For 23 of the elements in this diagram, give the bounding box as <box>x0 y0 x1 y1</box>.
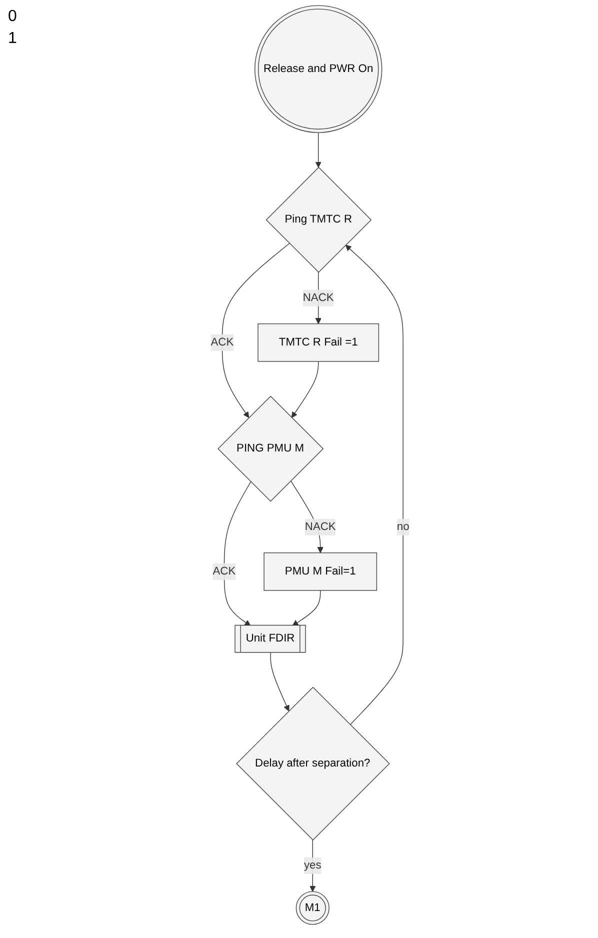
node-diamond: Ping TMTC R <box>266 166 372 273</box>
node-circle: Release and PWR On <box>254 5 382 133</box>
edge-label: yes <box>304 860 322 872</box>
edge-label: ACK <box>210 336 234 348</box>
node-box: TMTC R Fail =1 <box>258 323 380 362</box>
arrow <box>270 652 290 712</box>
arrow <box>315 132 322 168</box>
edge-label: NACK <box>304 520 336 533</box>
arrow <box>292 590 321 626</box>
arrow <box>224 481 252 626</box>
node-diamond: PING PMU M <box>218 396 324 502</box>
node-circle: M1 <box>296 891 330 925</box>
arrow <box>291 361 319 418</box>
level-marker: 0 <box>8 8 17 26</box>
arrow <box>222 243 290 418</box>
node-box: PMU M Fail=1 <box>264 552 378 591</box>
edge-label: NACK <box>302 292 334 304</box>
edge-label: ACK <box>212 565 236 578</box>
edge-label: no <box>396 520 410 533</box>
node-diamond: Delay after separation? <box>236 686 390 840</box>
arrow <box>310 840 316 892</box>
arrow <box>345 244 404 726</box>
level-marker: 1 <box>8 30 17 48</box>
